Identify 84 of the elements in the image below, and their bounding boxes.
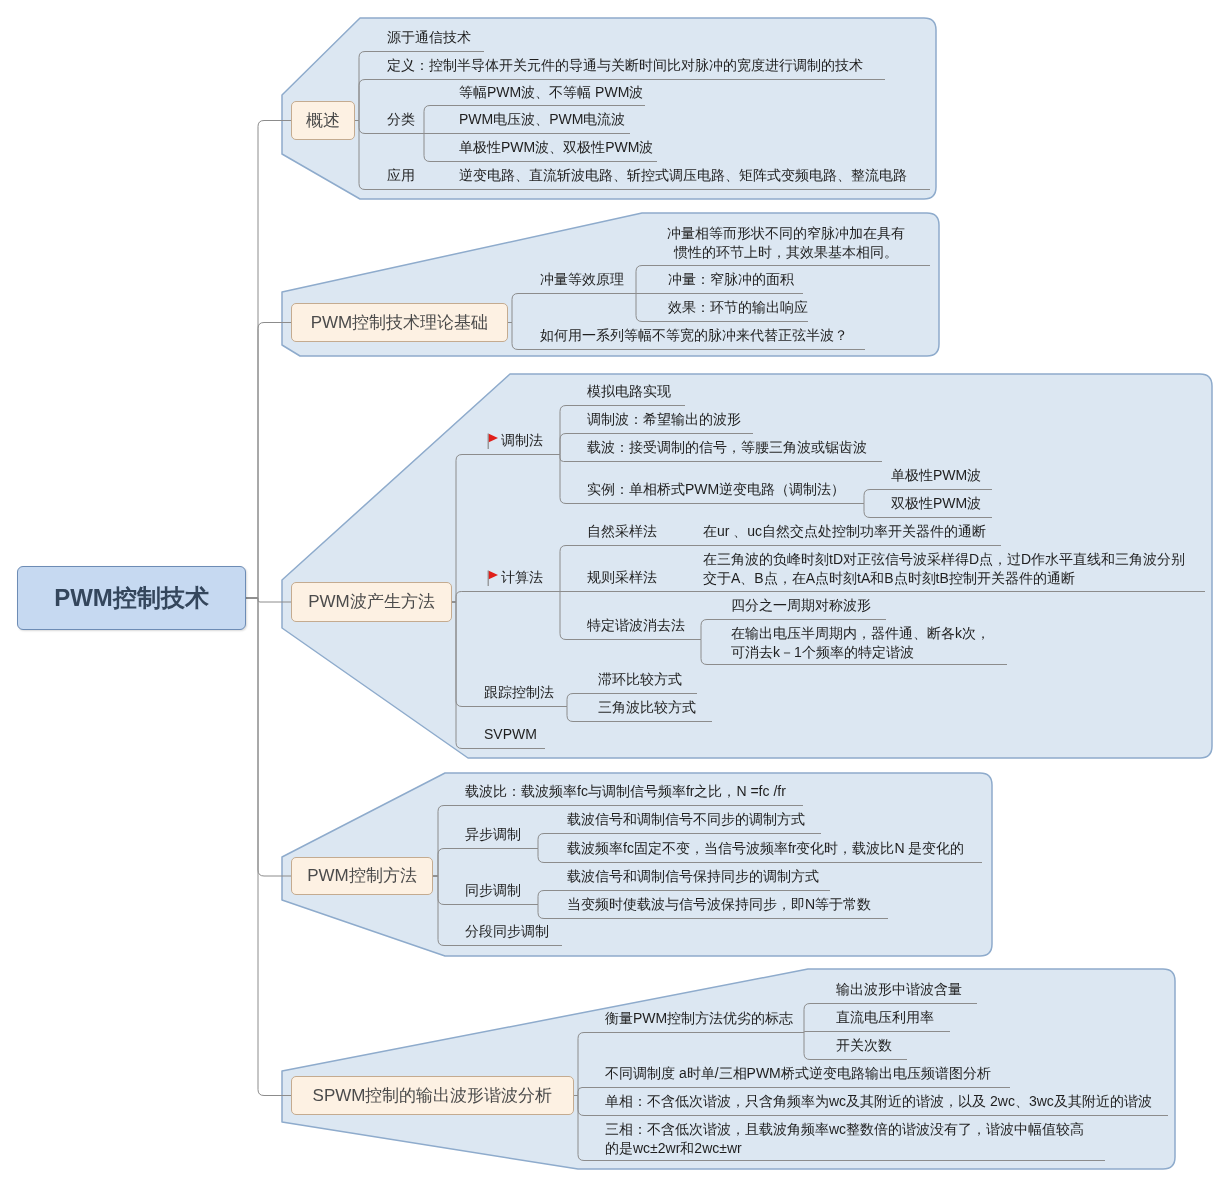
underlined-topic: 三角波比较方式 [573, 694, 712, 722]
underlined-topic: 应用 [365, 162, 422, 190]
connector-line [557, 545, 567, 592]
connector-line [801, 1032, 811, 1060]
underlined-topic: 规则采样法 [566, 564, 690, 592]
underlined-topic: 在三角波的负峰时刻tD对正弦信号波采样得D点，过D作水平直线和三角波分别交于A、B点，在A点时刻tA和B点时刻tB控制开关器件的通断 [698, 546, 1205, 592]
underlined-topic: 异步调制 [444, 821, 536, 849]
topic-boundary [281, 17, 937, 200]
underlined-topic: 不同调制度 a时单/三相PWM桥式逆变电路输出电压频谱图分析 [584, 1060, 1010, 1088]
topic-label: 调制法 [501, 431, 543, 450]
connector-line [689, 591, 699, 592]
underlined-topic: 分段同步调制 [444, 918, 562, 946]
underlined-topic: 直流电压利用率 [810, 1004, 950, 1032]
underlined-topic: 载波：接受调制的信号，等腰三角波或锯齿波 [566, 434, 882, 462]
underlined-topic: 跟踪控制法 [462, 679, 565, 707]
connector-line [698, 619, 708, 640]
underlined-topic: 单极性PWM波 [870, 462, 992, 490]
connector-line [801, 1003, 811, 1033]
central-topic-box: PWM控制技术 [17, 566, 246, 630]
underlined-topic: 双极性PWM波 [870, 490, 992, 518]
underlined-topic: 载波信号和调制信号保持同步的调制方式 [544, 863, 830, 891]
underlined-topic: 载波比：载波频率fc与调制信号频率fr之比，N =fc /fr [444, 778, 803, 806]
connector-line [564, 693, 574, 707]
underlined-topic: 载波信号和调制信号不同步的调制方式 [544, 806, 821, 834]
connector-line [698, 639, 708, 665]
connector-line [689, 545, 699, 546]
topic-boundary [281, 373, 1213, 759]
topic-boundary [281, 772, 993, 957]
connector-line [535, 890, 545, 905]
topic-label: 计算法 [501, 568, 543, 587]
underlined-topic: 在ur 、uc自然交点处控制功率开关器件的通断 [698, 518, 1001, 546]
underlined-topic: PWM电压波、PWM电流波 [430, 106, 630, 134]
underlined-topic: 单相：不含低次谐波，只含角频率为wc及其附近的谐波，以及 2wc、3wc及其附近的谐波 [584, 1088, 1168, 1116]
connector-line [421, 105, 431, 134]
underlined-topic: 特定谐波消去法 [566, 612, 699, 640]
connector-line [564, 706, 574, 722]
main-topic-box: PWM控制技术理论基础 [291, 303, 508, 342]
connector-line [535, 848, 545, 863]
underlined-topic: 滞环比较方式 [573, 666, 697, 694]
underlined-topic: 在输出电压半周期内，器件通、断各k次，可消去k－1个频率的特定谐波 [707, 621, 1007, 665]
underlined-topic: 定义：控制半导体开关元件的导通与关断时间比对脉冲的宽度进行调制的技术 [365, 52, 885, 80]
underlined-topic: 冲量：窄脉冲的面积 [642, 266, 803, 294]
underlined-topic: 调制波：希望输出的波形 [566, 406, 753, 434]
underlined-topic: 同步调制 [444, 877, 536, 905]
topic-boundary [281, 968, 1176, 1170]
underlined-topic: 冲量等效原理 [518, 266, 634, 294]
underlined-topic: 效果：环节的输出响应 [642, 294, 808, 322]
connector-line [801, 1031, 811, 1033]
connector-line [421, 133, 431, 162]
connector-line [421, 189, 431, 190]
underlined-topic: 三相：不含低次谐波，且载波角频率wc整数倍的谐波没有了，谐波中幅值较高的是wc±2wr和2wc±wr [584, 1117, 1105, 1161]
connector-line [432, 875, 445, 946]
underlined-topic: 输出波形中谐波含量 [810, 976, 977, 1004]
underlined-topic: 等幅PWM波、不等幅 PWM波 [430, 80, 645, 106]
connector-line [557, 591, 567, 640]
connector-line [861, 489, 871, 504]
underlined-topic: 如何用一系列等幅不等宽的脉冲来代替正弦半波？ [518, 322, 865, 350]
underlined-topic: 当变频时使载波与信号波保持同步，即N等于常数 [544, 891, 888, 919]
underlined-topic: 分类 [365, 106, 422, 134]
underlined-topic: 开关次数 [810, 1032, 907, 1060]
topic-boundary [281, 212, 940, 357]
underlined-topic: 冲量相等而形状不同的窄脉冲加在具有惯性的环节上时，其效果基本相同。 [642, 220, 930, 266]
connector-line [451, 601, 463, 749]
underlined-topic: SVPWM [462, 721, 545, 749]
underlined-topic: 实例：单相桥式PWM逆变电路（调制法） [566, 476, 862, 504]
underlined-topic: 源于通信技术 [365, 24, 484, 52]
underlined-topic: 四分之一周期对称波形 [707, 592, 886, 620]
main-topic-box: 概述 [291, 101, 355, 140]
connector-line [633, 265, 643, 294]
underlined-topic: 自然采样法 [566, 518, 690, 546]
connector-line [535, 904, 545, 919]
main-topic-box: PWM控制方法 [291, 857, 433, 895]
underlined-topic: 逆变电路、直流斩波电路、斩控式调压电路、矩阵式变频电路、整流电路 [430, 162, 930, 190]
underlined-topic: 载波频率fc固定不变，当信号波频率fr变化时，载波比N 是变化的 [544, 835, 982, 863]
main-topic-box: PWM波产生方法 [291, 582, 452, 622]
main-topic-box: SPWM控制的输出波形谐波分析 [291, 1076, 574, 1115]
underlined-topic: 衡量PWM控制方法优劣的标志 [584, 1005, 802, 1033]
connector-line [535, 833, 545, 849]
connector-line [861, 503, 871, 518]
underlined-topic: 单极性PWM波、双极性PWM波 [430, 134, 657, 162]
underlined-topic: 模拟电路实现 [566, 378, 685, 406]
connector-line [633, 293, 643, 322]
connector-line [557, 454, 567, 504]
connector-line [557, 433, 567, 455]
